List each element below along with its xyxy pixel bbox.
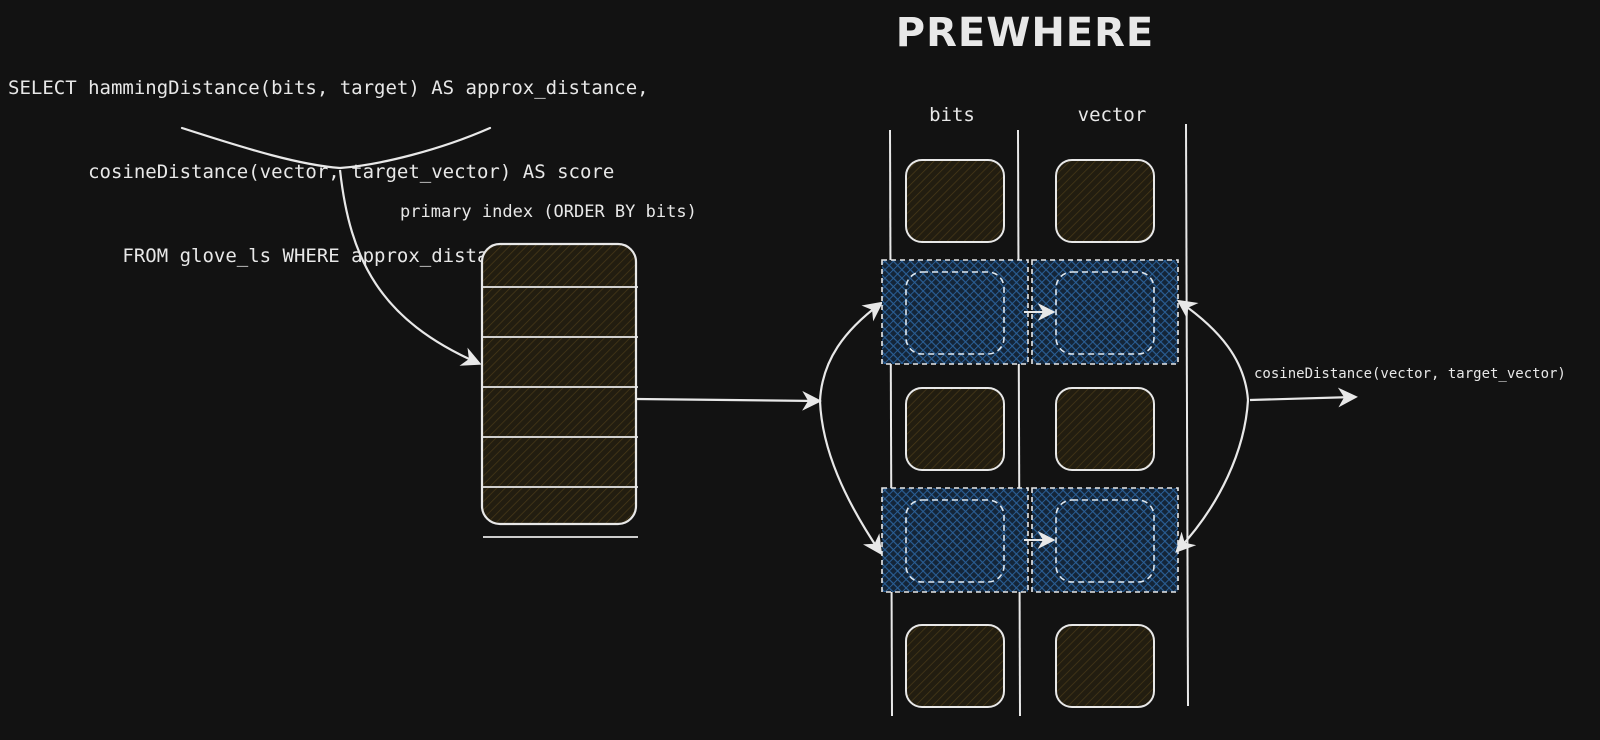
- selected-granule-vector: [1055, 271, 1155, 355]
- primary-index-marks: [483, 286, 638, 538]
- granule-bits: [905, 624, 1005, 708]
- split-arrow-lower: [818, 400, 883, 556]
- index-to-prewhere-arrow: [635, 390, 822, 411]
- primary-index-block: [480, 242, 638, 538]
- split-arrow-upper: [818, 301, 884, 402]
- column-label-vector: vector: [1077, 104, 1147, 126]
- primary-index-box: [480, 242, 638, 526]
- prewhere-title: PREWHERE: [895, 10, 1155, 56]
- columns-divider: [1017, 129, 1021, 717]
- granule-vector: [1055, 159, 1155, 243]
- granule-vector: [1055, 387, 1155, 471]
- column-label-bits: bits: [929, 104, 975, 126]
- query-brace: [180, 126, 492, 170]
- output-label: cosineDistance(vector, target_vector): [1254, 366, 1566, 382]
- selected-granule-bits: [905, 271, 1005, 355]
- granules: [881, 159, 1179, 708]
- output-arrow: [1249, 387, 1358, 408]
- sql-query-line-2: cosineDistance(vector, target_vector) AS…: [8, 161, 615, 183]
- merge-arrow-upper: [1176, 299, 1250, 401]
- granule-bits: [905, 159, 1005, 243]
- sql-query-line-1: SELECT hammingDistance(bits, target) AS …: [8, 77, 649, 99]
- bits-column-left-border: [889, 129, 893, 717]
- query-to-index-arrow: [338, 169, 482, 366]
- selected-granule-bits: [905, 499, 1005, 583]
- granule-bits: [905, 387, 1005, 471]
- granule-vector: [1055, 624, 1155, 708]
- primary-index-label: primary index (ORDER BY bits): [400, 202, 697, 222]
- selected-granule-vector: [1055, 499, 1155, 583]
- vector-column-right-border: [1185, 123, 1189, 707]
- merge-arrow-lower: [1175, 399, 1250, 553]
